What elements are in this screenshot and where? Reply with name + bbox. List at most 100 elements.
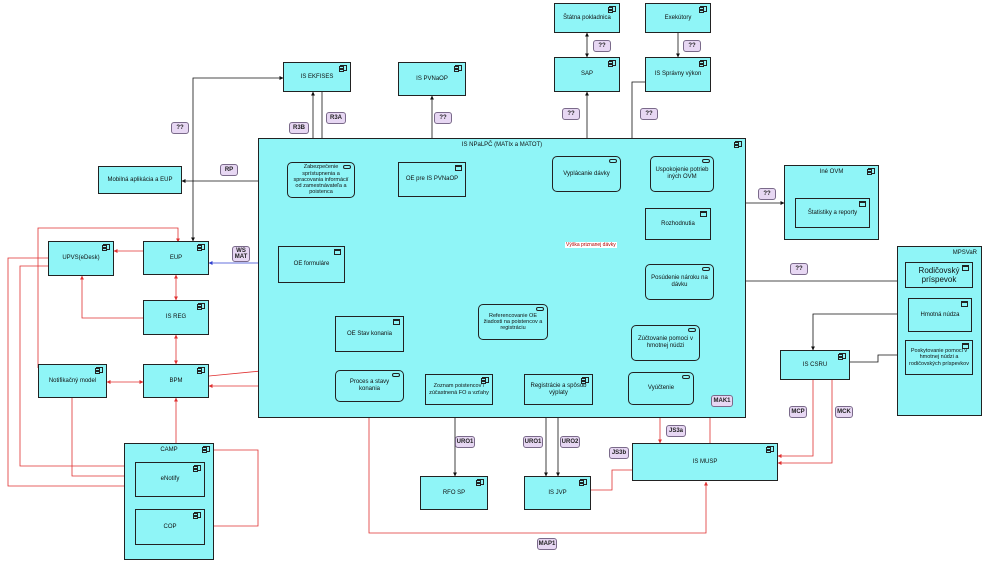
tag-q-pvnaop: ?? (434, 112, 452, 124)
conn-proces-musp (368, 402, 708, 534)
sap-box[interactable]: SAP (554, 57, 620, 92)
statna-pokladnica-label: Štátna pokladnica (563, 14, 611, 21)
oe-formulare-box[interactable]: OE formuláre (278, 246, 345, 283)
oe-stav-konania-box[interactable]: OE Stav konania (335, 316, 404, 352)
hmotna-nudza-box[interactable]: Hmotná núdza (908, 298, 972, 332)
cop-label: COP (163, 523, 177, 530)
conn-hmotna-csru (811, 313, 908, 351)
npalpc-title: IS NPaLPČ (MATIx a MATOT) (461, 142, 543, 148)
vyuctenie-box[interactable]: Vyúčtenie (628, 372, 694, 405)
vyplacanie-davky-box[interactable]: Vyplácanie dávky (552, 156, 621, 192)
bpm-label: BPM (169, 377, 183, 384)
enotify-box[interactable]: eNotify (135, 462, 205, 497)
tag-js3a: JS3a (666, 425, 686, 437)
enotify-label: eNotify (160, 476, 180, 483)
notifikacny-model-label: Notifikačný model (48, 377, 97, 384)
is-musp-label: IS MUSP (692, 458, 718, 465)
statna-pokladnica-box[interactable]: Štátna pokladnica (554, 3, 620, 33)
tag-q-posudenie: ?? (790, 263, 808, 275)
tag-rp: RP (220, 164, 238, 176)
tag-uro1-left: URO1 (455, 436, 475, 448)
rozhodnutia-box[interactable]: Rozhodnutia (645, 208, 711, 240)
rozhodnutia-label: Rozhodnutia (661, 220, 695, 227)
exekutory-box[interactable]: Exekútory (645, 3, 711, 33)
tag-q-ekfises: ?? (171, 122, 189, 134)
rodicovsky-prispevok-box[interactable]: Rodičovský príspevok (905, 262, 973, 288)
posudenie-box[interactable]: Posúdenie nároku na dávku (645, 264, 714, 300)
registracie-box[interactable]: Registrácie a spôsob výplaty (524, 374, 593, 405)
mpsvr-title: MPSVaR (952, 250, 977, 256)
tag-r3b: R3B (289, 122, 309, 134)
tag-mck: MCK (835, 406, 853, 418)
is-csru-box[interactable]: IS CSRU (780, 350, 850, 380)
vyplacanie-davky-label: Vyplácanie dávky (563, 170, 610, 177)
is-ekfises-label: IS EKFISES (300, 73, 334, 80)
tag-uro2: URO2 (560, 436, 580, 448)
conn-notif-enotify (71, 398, 136, 478)
conn-csru-musp-2 (777, 380, 833, 465)
mobilna-aplikacia-label: Mobilná aplikácia a EUP (107, 176, 173, 183)
mobilna-aplikacia-box[interactable]: Mobilná aplikácia a EUP (98, 166, 182, 194)
tag-q-exekutory: ?? (683, 40, 701, 52)
rfo-sp-label: RFO SP (442, 489, 466, 496)
oe-pvnaop-label: OE pre IS PVNaOP (405, 176, 459, 183)
tag-map1: MAP1 (537, 538, 557, 550)
is-musp-box[interactable]: IS MUSP (632, 443, 778, 481)
tag-uro1-right: URO1 (523, 436, 543, 448)
upvs-label: UPVS(eDesk) (62, 255, 100, 262)
uspokojenie-label: Uspokojenie potrieb iných OVM (655, 167, 709, 180)
upvs-box[interactable]: UPVS(eDesk) (48, 241, 114, 276)
oe-stav-konania-label: OE Stav konania (346, 330, 393, 337)
is-jvp-box[interactable]: IS JVP (524, 476, 591, 510)
proces-stavy-box[interactable]: Proces a stavy konania (335, 370, 404, 402)
sap-label: SAP (580, 71, 593, 78)
label-vyska-priznanej-davky: Výška priznanej dávky (565, 242, 617, 248)
statistiky-box[interactable]: Štatistiky a reporty (795, 198, 870, 228)
cop-box[interactable]: COP (135, 509, 205, 545)
notifikacny-model-box[interactable]: Notifikačný model (38, 364, 107, 398)
zuctovanie-box[interactable]: Zúčtovanie pomoci v hmotnej núdzi (631, 325, 700, 361)
tag-mat-label: MAT (234, 254, 248, 260)
vyuctenie-label: Vyúčtenie (647, 385, 675, 392)
tag-q-spravy: ?? (640, 108, 658, 120)
rodicovsky-prispevok-label: Rodičovský príspevok (918, 265, 960, 284)
rfo-sp-box[interactable]: RFO SP (420, 476, 488, 510)
referencovanie-label: Referencovanie OE žiadosti na poistencov… (483, 312, 543, 332)
is-spravy-vykon-box[interactable]: IS Správny výkon (645, 57, 711, 92)
statistiky-label: Štatistiky a reporty (807, 209, 858, 216)
zoznam-poistencov-box[interactable]: Zoznam poistencov / zúčastnená FO a vzťa… (425, 374, 493, 405)
conn-notif-eup (37, 227, 180, 368)
bpm-box[interactable]: BPM (143, 364, 209, 398)
zabezpecenie-box[interactable]: Zabezpečenie sprístupnenia a spracovania… (287, 162, 355, 198)
is-csru-label: IS CSRU (802, 361, 828, 368)
is-pvnaop-label: IS PVNaOP (416, 75, 448, 82)
tag-ws-label: WS (236, 247, 246, 254)
tag-q-sap: ?? (562, 108, 580, 120)
is-reg-label: IS REG (165, 314, 187, 321)
is-pvnaop-box[interactable]: IS PVNaOP (398, 62, 466, 96)
conn-bpm-cop (174, 397, 259, 528)
conn-csru-poskytovanie (850, 353, 906, 363)
proces-stavy-label: Proces a stavy konania (349, 379, 390, 392)
is-spravy-vykon-label: IS Správny výkon (654, 71, 702, 78)
conn-upvs-camp (19, 265, 136, 468)
oe-pvnaop-box[interactable]: OE pre IS PVNaOP (398, 162, 466, 197)
tag-mak1: MAK1 (711, 395, 733, 407)
tag-r3a: R3A (326, 112, 346, 124)
is-reg-box[interactable]: IS REG (143, 300, 209, 335)
tag-js3b: JS3b (609, 447, 629, 459)
posudenie-label: Posúdenie nároku na dávku (651, 275, 708, 288)
poskytovanie-label: Poskytovanie pomoci v hmotnej núdzi a ro… (909, 348, 969, 367)
tag-q-ovm: ?? (758, 188, 776, 200)
eup-box[interactable]: EUP (143, 241, 209, 275)
eup-label: EUP (169, 254, 183, 261)
conn-csru-musp-1 (777, 380, 814, 458)
is-ekfises-box[interactable]: IS EKFISES (283, 62, 351, 92)
zabezpecenie-label: Zabezpečenie sprístupnenia a spracovania… (293, 164, 349, 196)
registracie-label: Registrácie a spôsob výplaty (530, 382, 587, 396)
tag-q-statna: ?? (593, 40, 611, 52)
referencovanie-box[interactable]: Referencovanie OE žiadosti na poistencov… (478, 304, 548, 340)
poskytovanie-box[interactable]: Poskytovanie pomoci v hmotnej núdzi a ro… (905, 340, 973, 375)
is-jvp-label: IS JVP (548, 489, 567, 496)
uspokojenie-box[interactable]: Uspokojenie potrieb iných OVM (650, 156, 714, 192)
